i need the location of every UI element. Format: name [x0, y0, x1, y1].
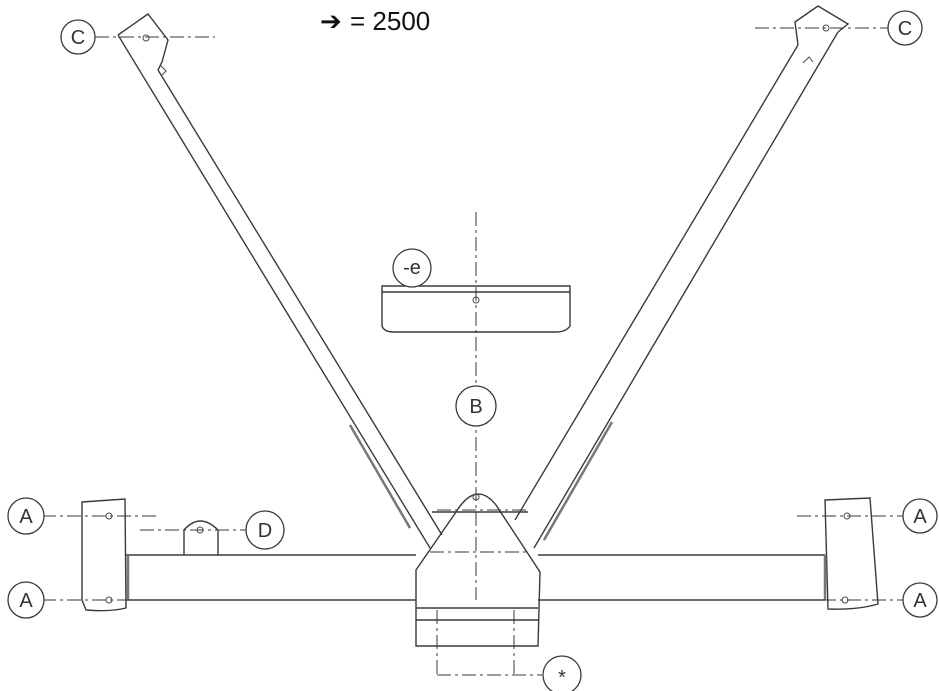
svg-text:A: A: [913, 506, 927, 528]
svg-text:A: A: [913, 590, 927, 612]
label-c-right: C: [887, 10, 923, 46]
right-arm: [514, 5, 850, 549]
svg-text:-e: -e: [403, 257, 421, 279]
crossbar: [126, 554, 825, 601]
label-a-bottom-left: A: [7, 581, 45, 619]
svg-text:A: A: [19, 590, 33, 612]
header-value: = 2500: [350, 6, 430, 36]
svg-text:B: B: [469, 396, 482, 418]
svg-text:C: C: [71, 27, 85, 49]
label-e: -e: [392, 248, 432, 288]
svg-text:D: D: [258, 520, 272, 542]
bottom-bolt-lines: [436, 610, 542, 676]
right-end-plate: [823, 497, 879, 610]
label-a-top-left: A: [7, 497, 45, 535]
svg-text:C: C: [898, 18, 912, 40]
label-a-top-right: A: [902, 498, 938, 534]
leader-lines: [42, 24, 909, 601]
left-arm: [117, 13, 443, 549]
label-a-bottom-right: A: [902, 582, 938, 618]
label-d: D: [245, 510, 285, 550]
svg-text:A: A: [19, 506, 33, 528]
svg-text:*: *: [558, 667, 566, 689]
label-star: *: [542, 655, 582, 691]
tab-d: [183, 520, 219, 555]
central-node: [415, 493, 541, 647]
label-c-left: C: [60, 19, 96, 55]
label-b: B: [455, 385, 497, 427]
header-arrow: ➔: [320, 6, 342, 36]
